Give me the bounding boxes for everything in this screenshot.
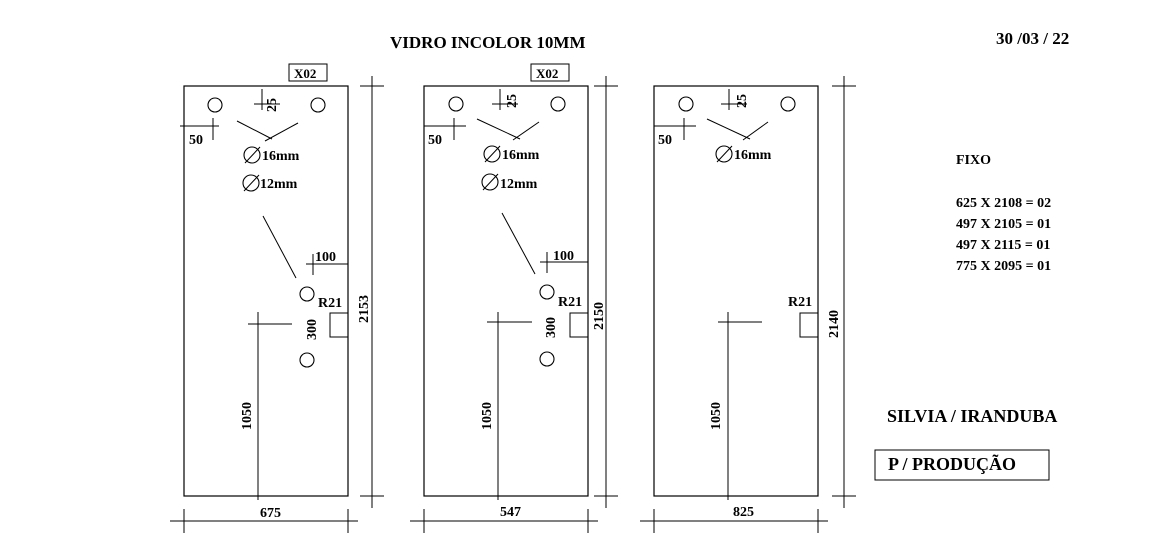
radius-label: R21 [318, 296, 342, 311]
summary-line: 497 X 2105 = 01 [956, 217, 1051, 232]
glass-panel-2: X02 25 50 16mm 12mm 100 300 R21 1050 215… [410, 63, 618, 533]
summary-line: 625 X 2108 = 02 [956, 196, 1051, 211]
leader-line [236, 120, 273, 140]
diameter-slash [243, 174, 260, 192]
drawing-date: 30 /03 / 22 [996, 29, 1069, 48]
handle-height-label: 1050 [240, 402, 255, 430]
notch-box [329, 312, 349, 338]
diameter-slash [244, 146, 261, 164]
top-hole-left [207, 97, 223, 113]
summary-line: 497 X 2115 = 01 [956, 238, 1050, 253]
client-label: SILVIA / IRANDUBA [887, 406, 1057, 426]
panel-outline [183, 85, 349, 497]
height-label: 2153 [357, 295, 372, 323]
hole-label-16mm: 16mm [734, 148, 772, 163]
panel-tag-box [288, 63, 328, 82]
top-hole-left [678, 96, 694, 112]
summary-block: FIXO 625 X 2108 = 02 497 X 2105 = 01 497… [956, 153, 1051, 274]
top-offset-label: 25 [505, 94, 520, 108]
radius-label: R21 [788, 295, 812, 310]
height-label: 2140 [827, 310, 842, 338]
side-offset-label: 50 [189, 133, 203, 148]
glass-panel-1: X02 25 50 16mm 12mm 100 300 R21 1050 215… [170, 63, 384, 533]
production-stamp: P / PRODUÇÃO [888, 453, 1016, 474]
handle-height-label: 1050 [709, 402, 724, 430]
diameter-slash [716, 145, 733, 163]
notch-box [569, 312, 589, 338]
hinge-hole-upper [299, 286, 315, 302]
top-hole-right [780, 96, 796, 112]
panel-tag-box [530, 63, 570, 82]
side-offset-label: 50 [428, 133, 442, 148]
leader-line [706, 118, 751, 140]
hole-label-16mm: 16mm [502, 148, 540, 163]
drawing-title: VIDRO INCOLOR 10MM [390, 33, 586, 52]
panel-outline [423, 85, 589, 497]
top-offset-label: 25 [735, 94, 750, 108]
hinge-spacing-label: 300 [305, 319, 320, 340]
summary-heading: FIXO [956, 153, 991, 168]
panel-tag: X02 [536, 66, 558, 81]
diameter-slash [484, 145, 501, 163]
hinge-hole-lower [299, 352, 315, 368]
top-offset-label: 25 [265, 98, 280, 112]
notch-box [799, 312, 819, 338]
width-label: 825 [733, 505, 754, 520]
diameter-slash [482, 173, 499, 191]
top-hole-right [310, 97, 326, 113]
top-hole-right [550, 96, 566, 112]
hinge-spacing-label: 300 [544, 317, 559, 338]
top-hole-left [448, 96, 464, 112]
hole-label-12mm: 12mm [500, 177, 538, 192]
leader-line [742, 121, 769, 141]
panel-outline [653, 85, 819, 497]
side-offset-label: 50 [658, 133, 672, 148]
width-label: 675 [260, 506, 281, 521]
hinge-hole-upper [539, 284, 555, 300]
hole-label-12mm: 12mm [260, 177, 298, 192]
hinge-offset-label: 100 [315, 250, 336, 265]
stamp-box [874, 449, 1050, 481]
hinge-hole-lower [539, 351, 555, 367]
height-label: 2150 [592, 302, 607, 330]
summary-line: 775 X 2095 = 01 [956, 259, 1051, 274]
hole-label-16mm: 16mm [262, 149, 300, 164]
leader-line [476, 118, 521, 140]
panel-tag: X02 [294, 66, 316, 81]
leader-line [262, 215, 297, 279]
hinge-offset-label: 100 [553, 249, 574, 264]
radius-label: R21 [558, 295, 582, 310]
leader-line [501, 212, 536, 275]
width-label: 547 [500, 505, 521, 520]
glass-panel-3: 25 50 16mm R21 1050 2140 825 [640, 76, 856, 533]
handle-height-label: 1050 [480, 402, 495, 430]
leader-line [264, 122, 299, 142]
leader-line [512, 121, 540, 141]
